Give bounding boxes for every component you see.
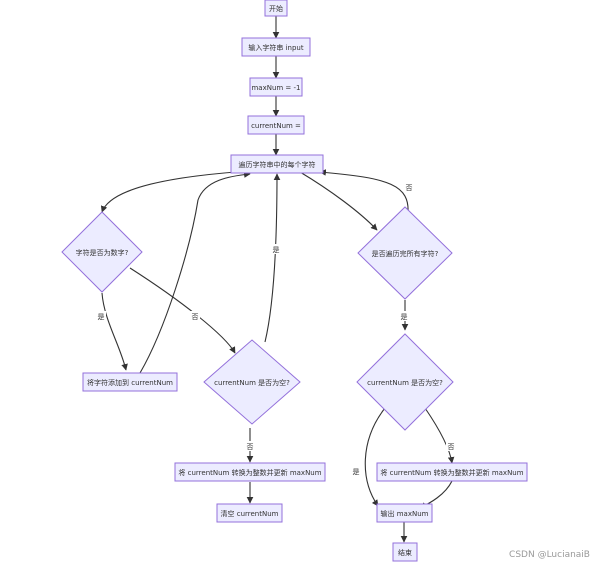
edge-append-loop [139,171,251,374]
node-current-empty-right: currentNum 是否为空? [356,333,454,431]
edge-empty-output [364,407,386,507]
node-input-label: 输入字符串 input [248,43,303,52]
node-init-current-label: currentNum = [251,122,301,130]
node-init-max: maxNum = -1 [249,77,303,97]
node-convert-right: 将 currentNum 转换为整数并更新 maxNum [376,462,528,482]
edge-loop-isdone [299,171,378,231]
node-append-label: 将字符添加到 currentNum [87,378,173,387]
edge-isdigit-empty [129,267,236,354]
node-current-empty-right-label: currentNum 是否为空? [367,378,443,387]
label-empty-yes-right: 是 [353,468,360,476]
node-output: 输出 maxNum [376,503,433,523]
node-output-label: 输出 maxNum [381,509,429,518]
edge-empty-loop [264,173,281,343]
node-loop: 遍历字符串中的每个字符 [230,154,324,174]
node-start: 开始 [264,0,288,17]
edge-isdone-loop [319,169,409,215]
edge-isdigit-append [101,292,128,371]
node-append: 将字符添加到 currentNum [82,372,178,392]
node-convert-left-label: 将 currentNum 转换为整数并更新 maxNum [178,468,321,477]
node-start-label: 开始 [269,4,283,13]
node-loop-label: 遍历字符串中的每个字符 [239,160,316,169]
edge-labels: 否 是 是 否 是 否 否 是 [96,182,456,476]
node-convert-right-label: 将 currentNum 转换为整数并更新 maxNum [380,468,523,477]
node-current-empty-left-label: currentNum 是否为空? [214,378,290,387]
edge-loop-isdigit [100,171,237,213]
node-end: 结束 [392,542,418,562]
label-isdigit-yes: 是 [98,313,105,321]
label-isdigit-no: 否 [192,313,199,321]
label-empty-yes-left: 是 [273,246,280,254]
node-convert-left: 将 currentNum 转换为整数并更新 maxNum [174,462,326,482]
node-is-digit-label: 字符是否为数字? [76,248,129,257]
label-empty-no-left: 否 [247,443,254,451]
watermark: CSDN @LucianaiB [509,550,590,560]
node-clear-label: 清空 currentNum [221,509,279,518]
node-is-done: 是否遍历完所有字符? [357,206,453,300]
edge-empty-convert-right [424,407,455,464]
node-init-max-label: maxNum = -1 [251,84,300,92]
node-input: 输入字符串 input [241,37,311,57]
node-init-current: currentNum = [247,115,305,135]
node-current-empty-left: currentNum 是否为空? [203,339,301,425]
label-isdone-yes: 是 [401,313,408,321]
label-isdone-no: 否 [406,184,413,192]
node-end-label: 结束 [398,548,412,557]
node-is-digit: 字符是否为数字? [61,211,143,293]
node-is-done-label: 是否遍历完所有字符? [372,249,439,258]
label-empty-no-right: 否 [448,443,455,451]
node-clear: 清空 currentNum [216,503,283,523]
